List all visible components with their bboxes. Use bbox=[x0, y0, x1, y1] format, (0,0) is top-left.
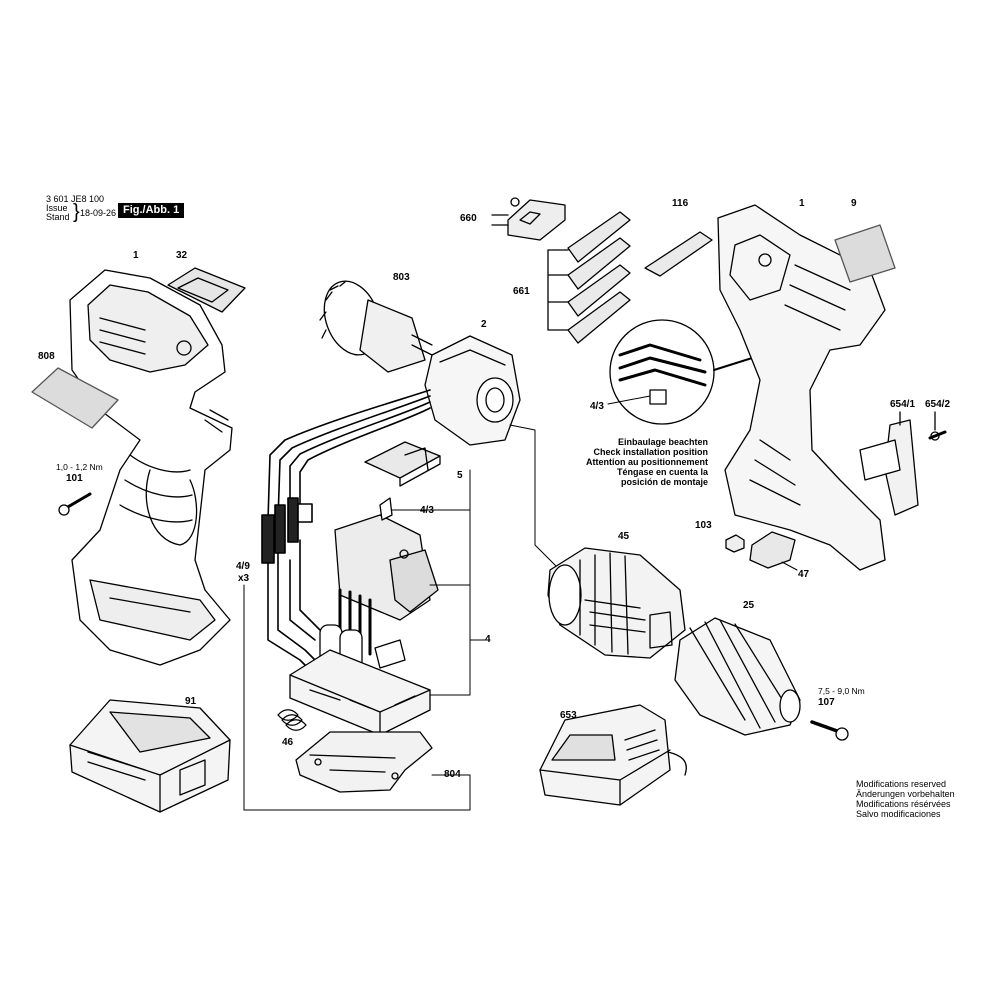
modifications-line: Modifications résérvées bbox=[856, 799, 951, 809]
callout-4-3-right: 4/3 bbox=[590, 401, 604, 412]
install-note-line: Attention au positionnement bbox=[586, 457, 708, 467]
modifications-line: Änderungen vorbehalten bbox=[856, 789, 955, 799]
callout-653: 653 bbox=[560, 710, 577, 721]
label-9-drawing bbox=[834, 224, 896, 283]
leader-line-4-3-right bbox=[607, 395, 651, 405]
motor-803-drawing bbox=[319, 280, 433, 373]
covers-661-drawing bbox=[547, 211, 631, 344]
housing-half-left-drawing bbox=[69, 269, 233, 666]
figure-label: Fig./Abb. 1 bbox=[118, 203, 185, 218]
callout-32: 32 bbox=[176, 250, 188, 261]
install-note: Einbaulage beachten Check installation p… bbox=[578, 437, 708, 487]
install-note-line: Check installation position bbox=[593, 447, 708, 457]
issue-label: Issue bbox=[46, 203, 68, 213]
callout-4: 4 bbox=[485, 634, 491, 645]
callout-116: 116 bbox=[672, 198, 689, 209]
modifications-note: Modifications reserved Änderungen vorbeh… bbox=[856, 779, 955, 819]
callout-661: 661 bbox=[513, 286, 530, 297]
screw-101-drawing bbox=[58, 492, 92, 516]
screw-107-drawing bbox=[810, 720, 849, 741]
spring-46-drawing bbox=[277, 709, 307, 731]
install-note-line: Einbaulage beachten bbox=[617, 437, 708, 447]
callout-804: 804 bbox=[444, 769, 461, 780]
switch-cover-drawing bbox=[167, 267, 246, 313]
label-808-drawing bbox=[31, 367, 119, 429]
callout-803: 803 bbox=[393, 272, 410, 283]
knob-47-drawing bbox=[749, 531, 798, 571]
housing-half-right-drawing bbox=[717, 204, 886, 571]
nut-103-drawing bbox=[725, 534, 745, 553]
callout-45: 45 bbox=[618, 531, 630, 542]
belt-clip-drawing bbox=[859, 411, 947, 516]
torque-101: 1,0 - 1,2 Nm bbox=[56, 462, 103, 472]
modifications-line: Modifications reserved bbox=[856, 779, 947, 789]
callout-46: 46 bbox=[282, 737, 294, 748]
callout-654-2: 654/2 bbox=[925, 399, 951, 410]
gear-housing-drawing bbox=[424, 335, 521, 446]
cover-116-drawing bbox=[644, 231, 713, 277]
doc-number: 3 601 JE8 100 bbox=[46, 194, 105, 204]
callout-101: 101 bbox=[66, 473, 83, 484]
callout-654-1: 654/1 bbox=[890, 399, 916, 410]
leader-lines-group-4 bbox=[243, 469, 489, 811]
callout-4-9: 4/9 bbox=[236, 561, 250, 572]
modifications-line: Salvo modificaciones bbox=[856, 809, 941, 819]
install-note-line: posición de montaje bbox=[620, 477, 708, 487]
callout-91: 91 bbox=[185, 696, 197, 707]
battery-pack-drawing bbox=[69, 699, 231, 813]
leader-line-gear bbox=[509, 424, 561, 571]
callout-808: 808 bbox=[38, 351, 55, 362]
switch-module-drawing bbox=[289, 497, 439, 736]
install-note-line: Téngase en cuenta la bbox=[616, 467, 708, 477]
callout-5: 5 bbox=[457, 470, 463, 481]
gearbox-45-drawing bbox=[547, 547, 686, 659]
wire-harness-drawing bbox=[261, 389, 431, 681]
clip-660-drawing bbox=[491, 197, 566, 241]
callout-107: 107 bbox=[818, 697, 835, 708]
callout-47: 47 bbox=[798, 569, 810, 580]
callout-2: 2 bbox=[481, 319, 487, 330]
callout-103: 103 bbox=[695, 520, 712, 531]
callout-25: 25 bbox=[743, 600, 755, 611]
chuck-25-drawing bbox=[674, 617, 801, 736]
callout-660: 660 bbox=[460, 213, 477, 224]
stand-label: Stand bbox=[46, 212, 70, 222]
callout-x3: x3 bbox=[238, 573, 250, 584]
issue-date: 18-09-26 bbox=[80, 208, 117, 218]
callout-4-3-mid: 4/3 bbox=[420, 505, 434, 516]
callout-1-right: 1 bbox=[799, 198, 805, 209]
callout-9: 9 bbox=[851, 198, 857, 209]
brace: } bbox=[73, 201, 80, 223]
callout-1-left: 1 bbox=[133, 250, 139, 261]
charger-653-drawing bbox=[539, 704, 687, 806]
bracket-804-drawing bbox=[295, 731, 433, 793]
torque-107: 7,5 - 9,0 Nm bbox=[818, 686, 865, 696]
slider-5-drawing bbox=[364, 441, 441, 487]
